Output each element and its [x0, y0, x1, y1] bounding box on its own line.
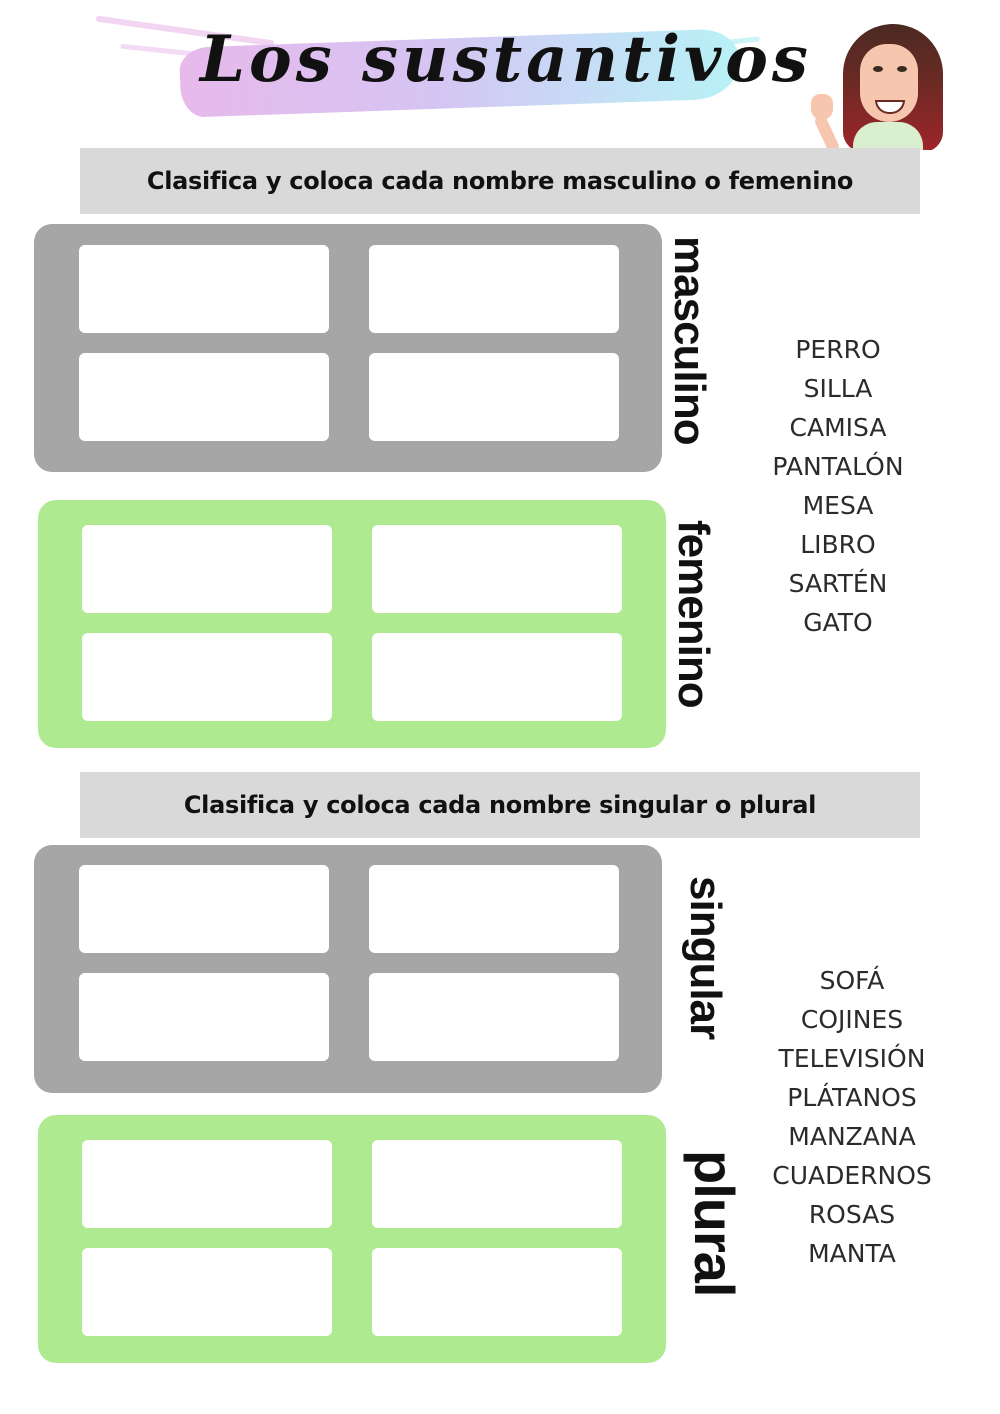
page-title: Los sustantivos	[200, 22, 812, 97]
avatar-eye	[897, 66, 907, 72]
drop-slot[interactable]	[79, 245, 329, 333]
drop-slot[interactable]	[79, 865, 329, 953]
waving-hand-icon	[811, 94, 833, 120]
drop-slot[interactable]	[369, 245, 619, 333]
word-item[interactable]: PERRO	[795, 335, 881, 364]
drop-panel-femenino[interactable]	[38, 500, 666, 748]
drop-slot[interactable]	[372, 1248, 622, 1336]
drop-slot[interactable]	[369, 973, 619, 1061]
group-label-femenino: femenino	[669, 520, 718, 708]
drop-slot[interactable]	[79, 353, 329, 441]
group-label-singular: singular	[681, 876, 730, 1040]
drop-panel-singular[interactable]	[34, 845, 662, 1093]
avatar	[805, 22, 945, 150]
drop-slot[interactable]	[82, 1248, 332, 1336]
word-item[interactable]: MANZANA	[788, 1122, 916, 1151]
word-item[interactable]: SARTÉN	[788, 569, 888, 598]
group-label-plural: plural	[683, 1150, 746, 1297]
drop-slot[interactable]	[82, 525, 332, 613]
word-item[interactable]: PLÁTANOS	[787, 1083, 917, 1112]
word-item[interactable]: CAMISA	[789, 413, 887, 442]
word-item[interactable]: ROSAS	[808, 1200, 896, 1229]
word-item[interactable]: PANTALÓN	[772, 452, 904, 481]
word-item[interactable]: SOFÁ	[819, 966, 885, 995]
drop-slot[interactable]	[82, 633, 332, 721]
word-item[interactable]: CUADERNOS	[772, 1161, 932, 1190]
drop-slot[interactable]	[82, 1140, 332, 1228]
drop-slot[interactable]	[372, 1140, 622, 1228]
drop-slot[interactable]	[372, 633, 622, 721]
word-item[interactable]: COJINES	[800, 1005, 904, 1034]
word-bank-gender: PERRO SILLA CAMISA PANTALÓN MESA LIBRO S…	[748, 330, 928, 642]
instruction-banner-number: Clasifica y coloca cada nombre singular …	[80, 772, 920, 838]
drop-slot[interactable]	[79, 973, 329, 1061]
avatar-eye	[873, 66, 883, 72]
drop-slot[interactable]	[372, 525, 622, 613]
group-label-masculino: masculino	[665, 236, 714, 445]
drop-slot[interactable]	[369, 865, 619, 953]
word-item[interactable]: MESA	[802, 491, 874, 520]
drop-panel-plural[interactable]	[38, 1115, 666, 1363]
avatar-shirt	[853, 122, 923, 150]
instruction-banner-gender: Clasifica y coloca cada nombre masculino…	[80, 148, 920, 214]
drop-slot[interactable]	[369, 353, 619, 441]
drop-panel-masculino[interactable]	[34, 224, 662, 472]
word-item[interactable]: TELEVISIÓN	[778, 1044, 926, 1073]
word-item[interactable]: SILLA	[803, 374, 873, 403]
word-bank-number: SOFÁ COJINES TELEVISIÓN PLÁTANOS MANZANA…	[752, 961, 952, 1273]
word-item[interactable]: LIBRO	[800, 530, 876, 559]
word-item[interactable]: MANTA	[808, 1239, 896, 1268]
word-item[interactable]: GATO	[803, 608, 873, 637]
